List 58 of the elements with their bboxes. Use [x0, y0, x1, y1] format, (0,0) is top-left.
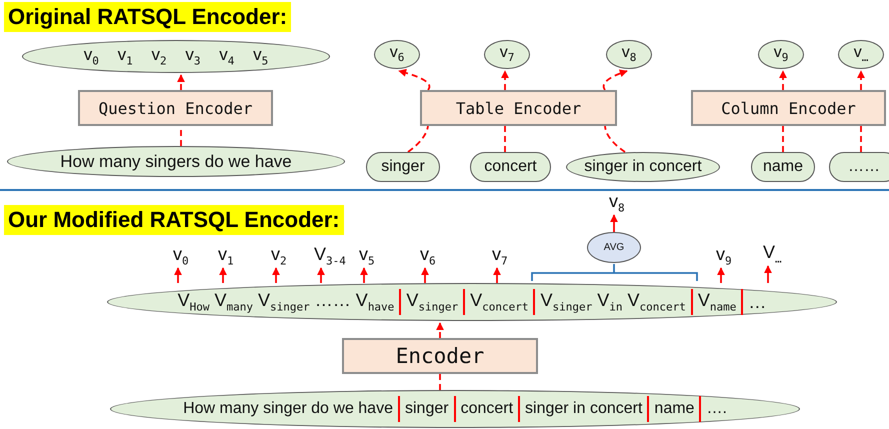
token-text: name: [654, 400, 694, 418]
encoder-box: Column Encoder: [691, 90, 886, 126]
arrow: [219, 267, 227, 283]
arrow: [421, 267, 429, 283]
arrow: [360, 267, 368, 283]
vector-label: v$_{7}$: [492, 246, 522, 266]
section-heading: Original RATSQL Encoder:: [4, 2, 292, 32]
vector-label: v$_{2}$: [271, 246, 301, 266]
arrow: [717, 267, 725, 283]
vector-ellipse: v$_{6}$: [374, 40, 420, 69]
bracket: [531, 263, 698, 282]
token-text: concert: [460, 400, 514, 418]
token-text: V$_{singer}$: [406, 290, 458, 314]
vector-label: V$_{3-4}$: [314, 246, 356, 266]
vector-label: v$_{6}$: [420, 246, 450, 266]
vector-ellipse: v$_{0}$ v$_{1}$ v$_{2}$ v$_{3}$ v$_{4}$ v$_{5}$: [22, 40, 330, 73]
arrow: [493, 267, 501, 283]
vector-label: v$_{9}$: [716, 246, 746, 266]
table-pill: singer: [366, 152, 440, 182]
question-ellipse: How many singers do we have: [7, 146, 345, 177]
column-pill: ……: [829, 152, 889, 182]
arrow: [602, 70, 628, 90]
arrow: [317, 267, 325, 283]
arrow: [436, 322, 444, 338]
vector-label: v$_{0}$: [173, 246, 203, 266]
arrow: [857, 70, 865, 90]
vector-ellipse: v$_{9}$: [758, 40, 804, 69]
column-pill: name: [751, 152, 815, 182]
token-text: singer in concert: [525, 400, 642, 418]
encoder-box: Question Encoder: [78, 90, 273, 126]
vector-label: V$_{…}$: [763, 244, 793, 264]
encoder-box: Encoder: [342, 338, 538, 374]
encoder-box: Table Encoder: [420, 90, 617, 126]
arrow: [177, 74, 185, 90]
token-text: ….: [706, 400, 727, 418]
arrow: [272, 267, 280, 283]
token-text: V$_{name}$: [698, 290, 736, 314]
vector-label: v$_{8}$: [609, 193, 639, 213]
vector-label: v$_{5}$: [359, 246, 389, 266]
vector-ellipse: v$_{…}$: [838, 40, 884, 69]
section-heading: Our Modified RATSQL Encoder:: [4, 205, 344, 235]
vector-ellipse: v$_{7}$: [484, 40, 530, 69]
token-text: singer: [404, 400, 449, 418]
token-text: How many singer do we have: [183, 400, 393, 418]
token-text: V$_{concert}$: [470, 290, 528, 314]
token-text: V$_{How}$ V$_{many}$ V$_{singer}$ …… V$_{have}$: [178, 290, 394, 314]
vector-label: v$_{1}$: [218, 246, 248, 266]
table-ellipse: singer in concert: [566, 152, 720, 182]
arrow: [501, 70, 509, 90]
token-text: …: [748, 292, 766, 312]
arrow: [610, 214, 618, 232]
table-pill: concert: [470, 152, 551, 182]
arrow: [779, 70, 787, 90]
arrow: [764, 265, 772, 283]
vector-ellipse: v$_{8}$: [606, 40, 652, 69]
avg-ellipse: AVG: [587, 232, 641, 263]
token-text: V$_{singer}$ V$_{in}$ V$_{concert}$: [540, 290, 686, 314]
arrow: [174, 267, 182, 283]
